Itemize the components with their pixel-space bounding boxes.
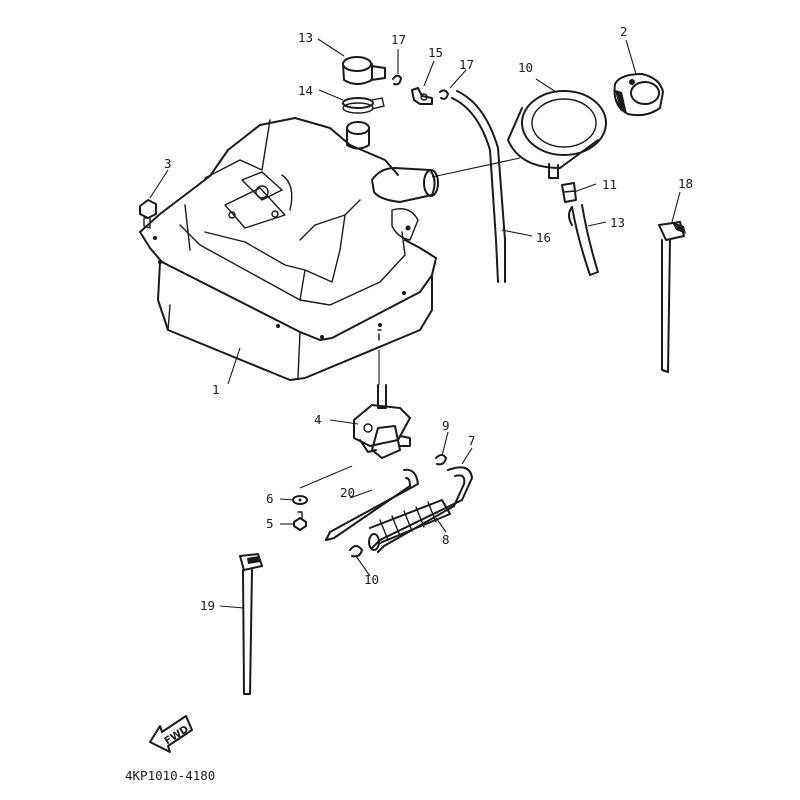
callout-9: 9 [442,418,450,433]
callout-8: 8 [442,532,450,547]
callout-3: 3 [164,156,172,171]
callout-4: 4 [314,412,322,427]
callout-16: 16 [536,230,551,245]
hose-16 [451,90,506,283]
callout-14: 14 [298,83,313,98]
hose-20 [325,468,419,541]
fuel-cock-4 [353,329,411,459]
diagram-code: 4KP1010-4180 [125,768,215,783]
callout-10b: 10 [364,572,379,587]
callout-18: 18 [678,176,693,191]
callout-5: 5 [266,516,274,531]
fwd-arrow-icon: FWD [149,715,193,753]
callout-15: 15 [428,45,443,60]
washer-6 [292,495,308,505]
fuel-tank [139,117,439,381]
callout-2: 2 [620,24,628,39]
callout-20: 20 [340,485,355,500]
callout-17a: 17 [391,32,406,47]
cable-tie-19 [239,553,263,695]
clip-9 [435,454,447,466]
callout-13a: 13 [298,30,313,45]
hose-13-right [568,204,599,276]
screw-5 [293,511,307,531]
bolt-3 [139,199,157,229]
connector-11 [561,182,577,203]
clamp-14 [342,97,385,114]
clip-17a [392,74,402,86]
canister-10 [507,90,607,179]
fwd-label: FWD [163,724,191,747]
fitting-15 [411,87,433,105]
callout-1: 1 [212,382,220,397]
cable-tie-18 [658,221,686,373]
clip-17b [439,89,449,100]
callout-17b: 17 [459,57,474,72]
cap-13 [342,56,386,85]
callout-6: 6 [266,491,274,506]
callout-11: 11 [602,177,617,192]
callout-13b: 13 [610,215,625,230]
clip-10 [349,545,363,558]
callout-10a: 10 [518,60,533,75]
callout-19: 19 [200,598,215,613]
hose-7-8 [368,466,473,553]
callout-7: 7 [468,433,476,448]
fuel-cap-2 [613,73,664,117]
